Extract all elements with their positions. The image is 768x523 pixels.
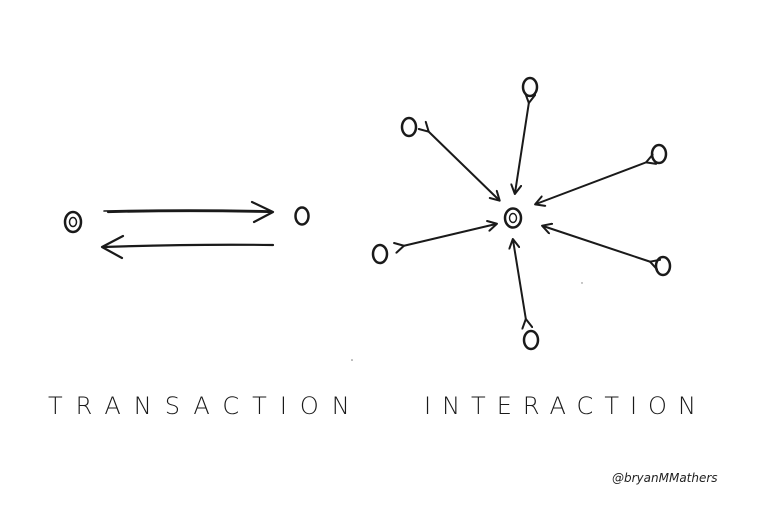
interaction-label: INTERACTION bbox=[424, 392, 707, 420]
interaction-node-left bbox=[371, 243, 389, 265]
interaction-arrow-top-left bbox=[417, 120, 501, 202]
interaction-arrow-top-right bbox=[534, 153, 658, 207]
interaction-arrow-top bbox=[510, 92, 537, 195]
interaction-node-center bbox=[503, 207, 523, 229]
transaction-node-left bbox=[63, 210, 83, 234]
author-signature: @bryanMMathers bbox=[612, 471, 718, 485]
interaction-node-top bbox=[521, 76, 539, 98]
transaction-label: TRANSACTION bbox=[48, 392, 363, 420]
transaction-arrow-back bbox=[100, 234, 275, 260]
interaction-arrow-left bbox=[393, 219, 498, 254]
interaction-node-bottom bbox=[522, 329, 540, 351]
interaction-node-right bbox=[654, 255, 672, 277]
interaction-arrow-right bbox=[541, 222, 662, 271]
interaction-node-top-right bbox=[650, 143, 668, 165]
transaction-node-right bbox=[294, 206, 310, 226]
transaction-diagram bbox=[63, 200, 310, 260]
interaction-arrow-bottom bbox=[508, 238, 534, 330]
transaction-arrow-forward bbox=[103, 200, 275, 224]
interaction-node-top-left bbox=[400, 116, 418, 138]
interaction-diagram bbox=[371, 76, 672, 351]
